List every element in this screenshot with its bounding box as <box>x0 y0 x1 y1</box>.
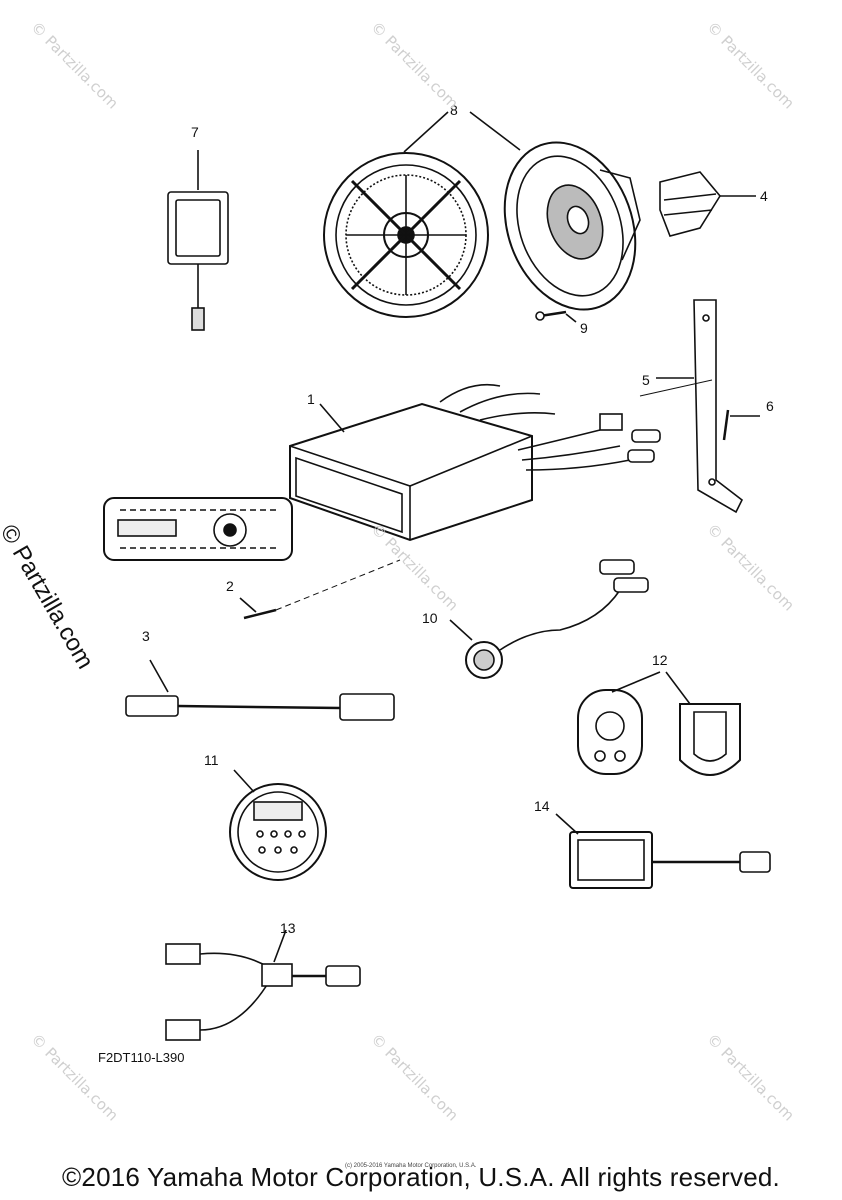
part-6-screw <box>722 409 760 441</box>
part-2-screw <box>239 559 401 620</box>
part-4-clip <box>659 171 756 237</box>
callout-1: 1 <box>307 391 315 407</box>
callout-10: 10 <box>422 610 438 626</box>
callout-5: 5 <box>642 372 650 388</box>
part-10-remote-switch <box>449 559 649 679</box>
callout-12: 12 <box>652 652 668 668</box>
part-7-power-module <box>167 150 229 331</box>
part-12-remote <box>577 671 741 776</box>
part-11-round-control <box>229 769 327 881</box>
callout-6: 6 <box>766 398 774 414</box>
part-9-screw <box>535 310 577 323</box>
callout-11: 11 <box>204 752 219 768</box>
part-3-cable <box>125 659 395 721</box>
part-5-bracket <box>656 299 744 514</box>
part-1-stereo-unit <box>289 383 661 542</box>
callout-3: 3 <box>142 628 150 644</box>
callout-2: 2 <box>226 578 234 594</box>
part-13-y-cable <box>165 929 361 1041</box>
part-14-module <box>555 813 771 889</box>
small-copyright: (c) 2005-2016 Yamaha Motor Corporation, … <box>345 1163 477 1169</box>
callout-13: 13 <box>280 920 296 936</box>
part-8-speakers <box>323 111 641 318</box>
leader-lines <box>639 379 713 397</box>
callout-9: 9 <box>580 320 588 336</box>
faceplate <box>103 497 293 561</box>
callout-14: 14 <box>534 798 550 814</box>
copyright-footer: ©2016 Yamaha Motor Corporation, U.S.A. A… <box>62 1162 780 1192</box>
diagram-code: F2DT110-L390 <box>98 1050 185 1065</box>
callout-7: 7 <box>191 124 199 140</box>
callout-4: 4 <box>760 188 768 204</box>
callout-8: 8 <box>450 102 458 118</box>
